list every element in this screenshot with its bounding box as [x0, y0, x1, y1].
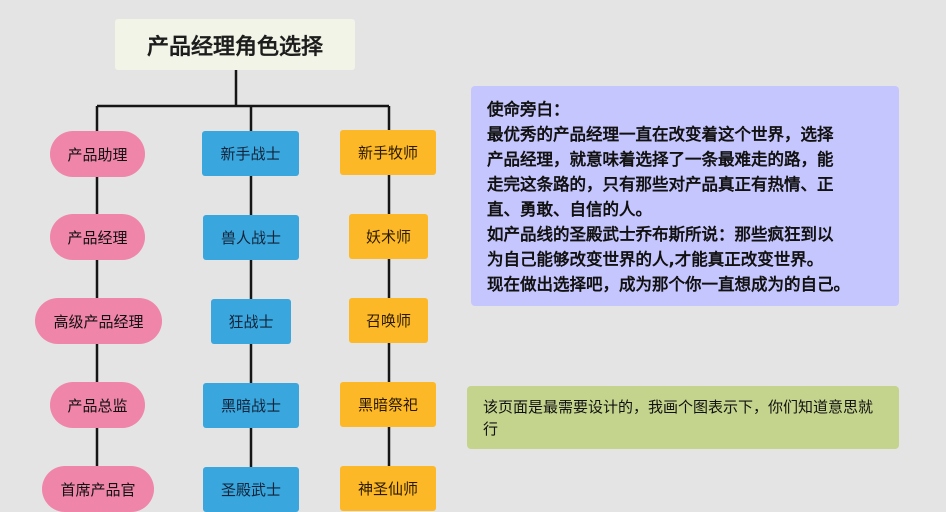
role-summoner[interactable]: 召唤师 [349, 298, 428, 343]
narration-line: 为自己能够改变世界的人,才能真正改变世界。 [487, 250, 824, 269]
narration-line: 如产品线的圣殿武士乔布斯所说：那些疯狂到以 [487, 225, 834, 244]
role-berserker[interactable]: 狂战士 [211, 299, 291, 344]
role-product-assistant[interactable]: 产品助理 [50, 131, 145, 177]
narration-line: 产品经理，就意味着选择了一条最难走的路，能 [487, 150, 834, 169]
design-note-text: 该页面是最需要设计的，我画个图表示下，你们知道意思就行 [483, 398, 874, 438]
role-chief-product-officer[interactable]: 首席产品官 [42, 466, 154, 512]
role-templar[interactable]: 圣殿武士 [203, 467, 299, 512]
diagram-title: 产品经理角色选择 [115, 19, 355, 70]
narration-line: 最优秀的产品经理一直在改变着这个世界，选择 [487, 125, 834, 144]
role-dark-priest[interactable]: 黑暗祭祀 [340, 382, 436, 427]
role-novice-warrior[interactable]: 新手战士 [202, 131, 299, 176]
narration-line: 直、勇敢、自信的人。 [487, 200, 652, 219]
role-dark-warrior[interactable]: 黑暗战士 [203, 383, 299, 428]
narration-panel: 使命旁白： 最优秀的产品经理一直在改变着这个世界，选择 产品经理，就意味着选择了… [471, 86, 899, 306]
role-product-manager[interactable]: 产品经理 [50, 214, 145, 260]
role-novice-priest[interactable]: 新手牧师 [340, 130, 436, 175]
role-product-director[interactable]: 产品总监 [50, 382, 145, 428]
role-orc-warrior[interactable]: 兽人战士 [203, 215, 299, 260]
narration-line: 现在做出选择吧，成为那个你一直想成为的自己。 [487, 275, 850, 294]
role-holy-sage[interactable]: 神圣仙师 [340, 466, 436, 511]
narration-line: 走完这条路的，只有那些对产品真正有热情、正 [487, 175, 834, 194]
role-warlock[interactable]: 妖术师 [349, 214, 428, 259]
design-note-panel: 该页面是最需要设计的，我画个图表示下，你们知道意思就行 [467, 386, 899, 449]
role-senior-product-manager[interactable]: 高级产品经理 [35, 298, 162, 344]
narration-heading: 使命旁白： [487, 100, 570, 119]
